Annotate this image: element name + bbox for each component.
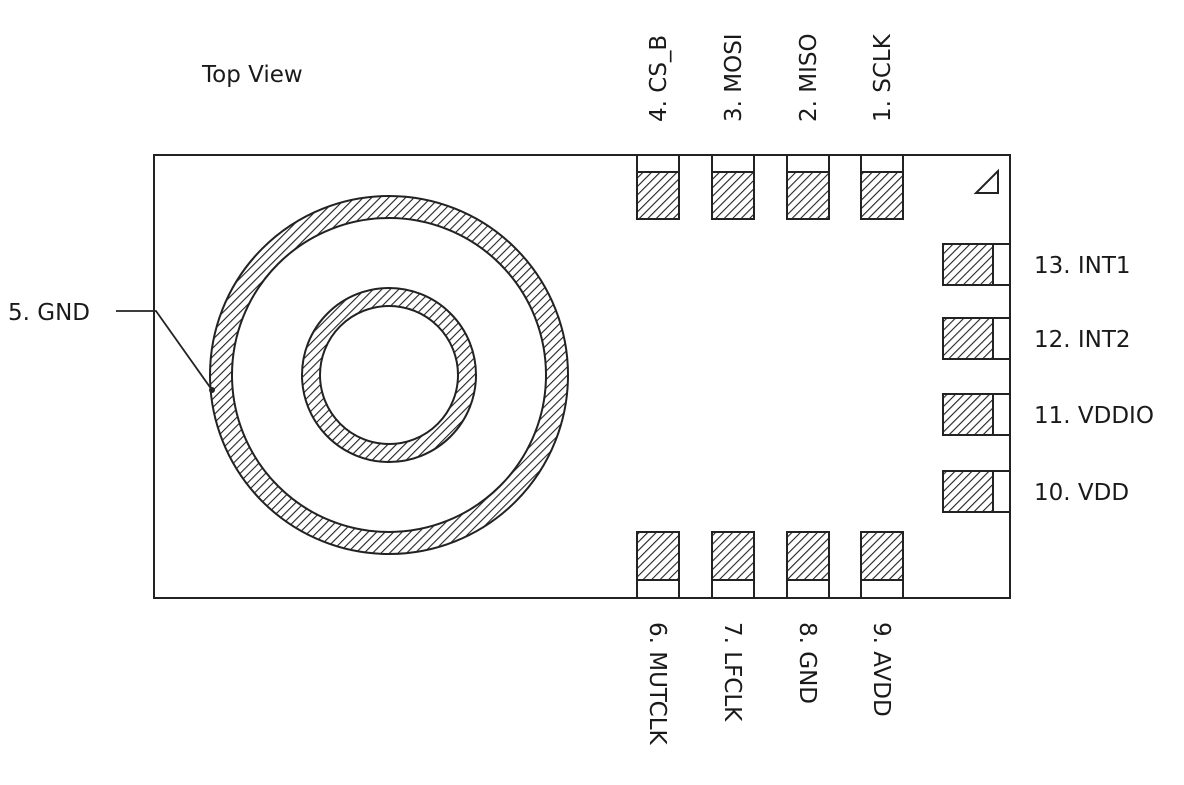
- inner-ground-ring: [302, 288, 476, 462]
- pin-label-sclk: 1. SCLK: [870, 33, 896, 122]
- ground-leader-line: [116, 310, 213, 391]
- bottom-pads: [636, 531, 904, 599]
- ground-ring: [209, 195, 569, 555]
- pin-label-vddio: 11. VDDIO: [1034, 403, 1154, 429]
- pad-int1: [942, 243, 1011, 286]
- top-pads: [636, 154, 904, 220]
- pin-label-cs-b: 4. CS_B: [646, 35, 672, 122]
- pin1-marker-icon: [973, 168, 999, 194]
- pad-lfclk: [711, 531, 755, 599]
- pad-vddio: [942, 393, 1011, 436]
- pad-int2: [942, 317, 1011, 360]
- view-title: Top View: [201, 62, 303, 88]
- pad-avdd: [860, 531, 904, 599]
- pin-label-lfclk: 7. LFCLK: [719, 622, 745, 722]
- ground-leader-dot: [209, 387, 215, 393]
- pad-vdd: [942, 470, 1011, 513]
- pin-label-avdd: 9. AVDD: [868, 622, 894, 717]
- outer-ground-ring: [210, 196, 568, 554]
- pin-label-miso: 2. MISO: [796, 33, 822, 122]
- pin-label-int2: 12. INT2: [1034, 327, 1131, 353]
- pad-cs-b: [636, 154, 680, 220]
- pad-mutclk: [636, 531, 680, 599]
- pad-miso: [786, 154, 830, 220]
- package-outline: [153, 154, 1011, 599]
- pin-label-vdd: 10. VDD: [1034, 480, 1129, 506]
- pad-sclk: [860, 154, 904, 220]
- ground-pin-label: 5. GND: [8, 300, 90, 326]
- pad-gnd-8: [786, 531, 830, 599]
- pin-label-int1: 13. INT1: [1034, 253, 1131, 279]
- pin-label-mutclk: 6. MUTCLK: [644, 622, 670, 746]
- pin-label-mosi: 3. MOSI: [721, 33, 747, 122]
- pad-mosi: [711, 154, 755, 220]
- pin-label-gnd-8: 8. GND: [794, 622, 820, 704]
- right-pads: [942, 243, 1011, 513]
